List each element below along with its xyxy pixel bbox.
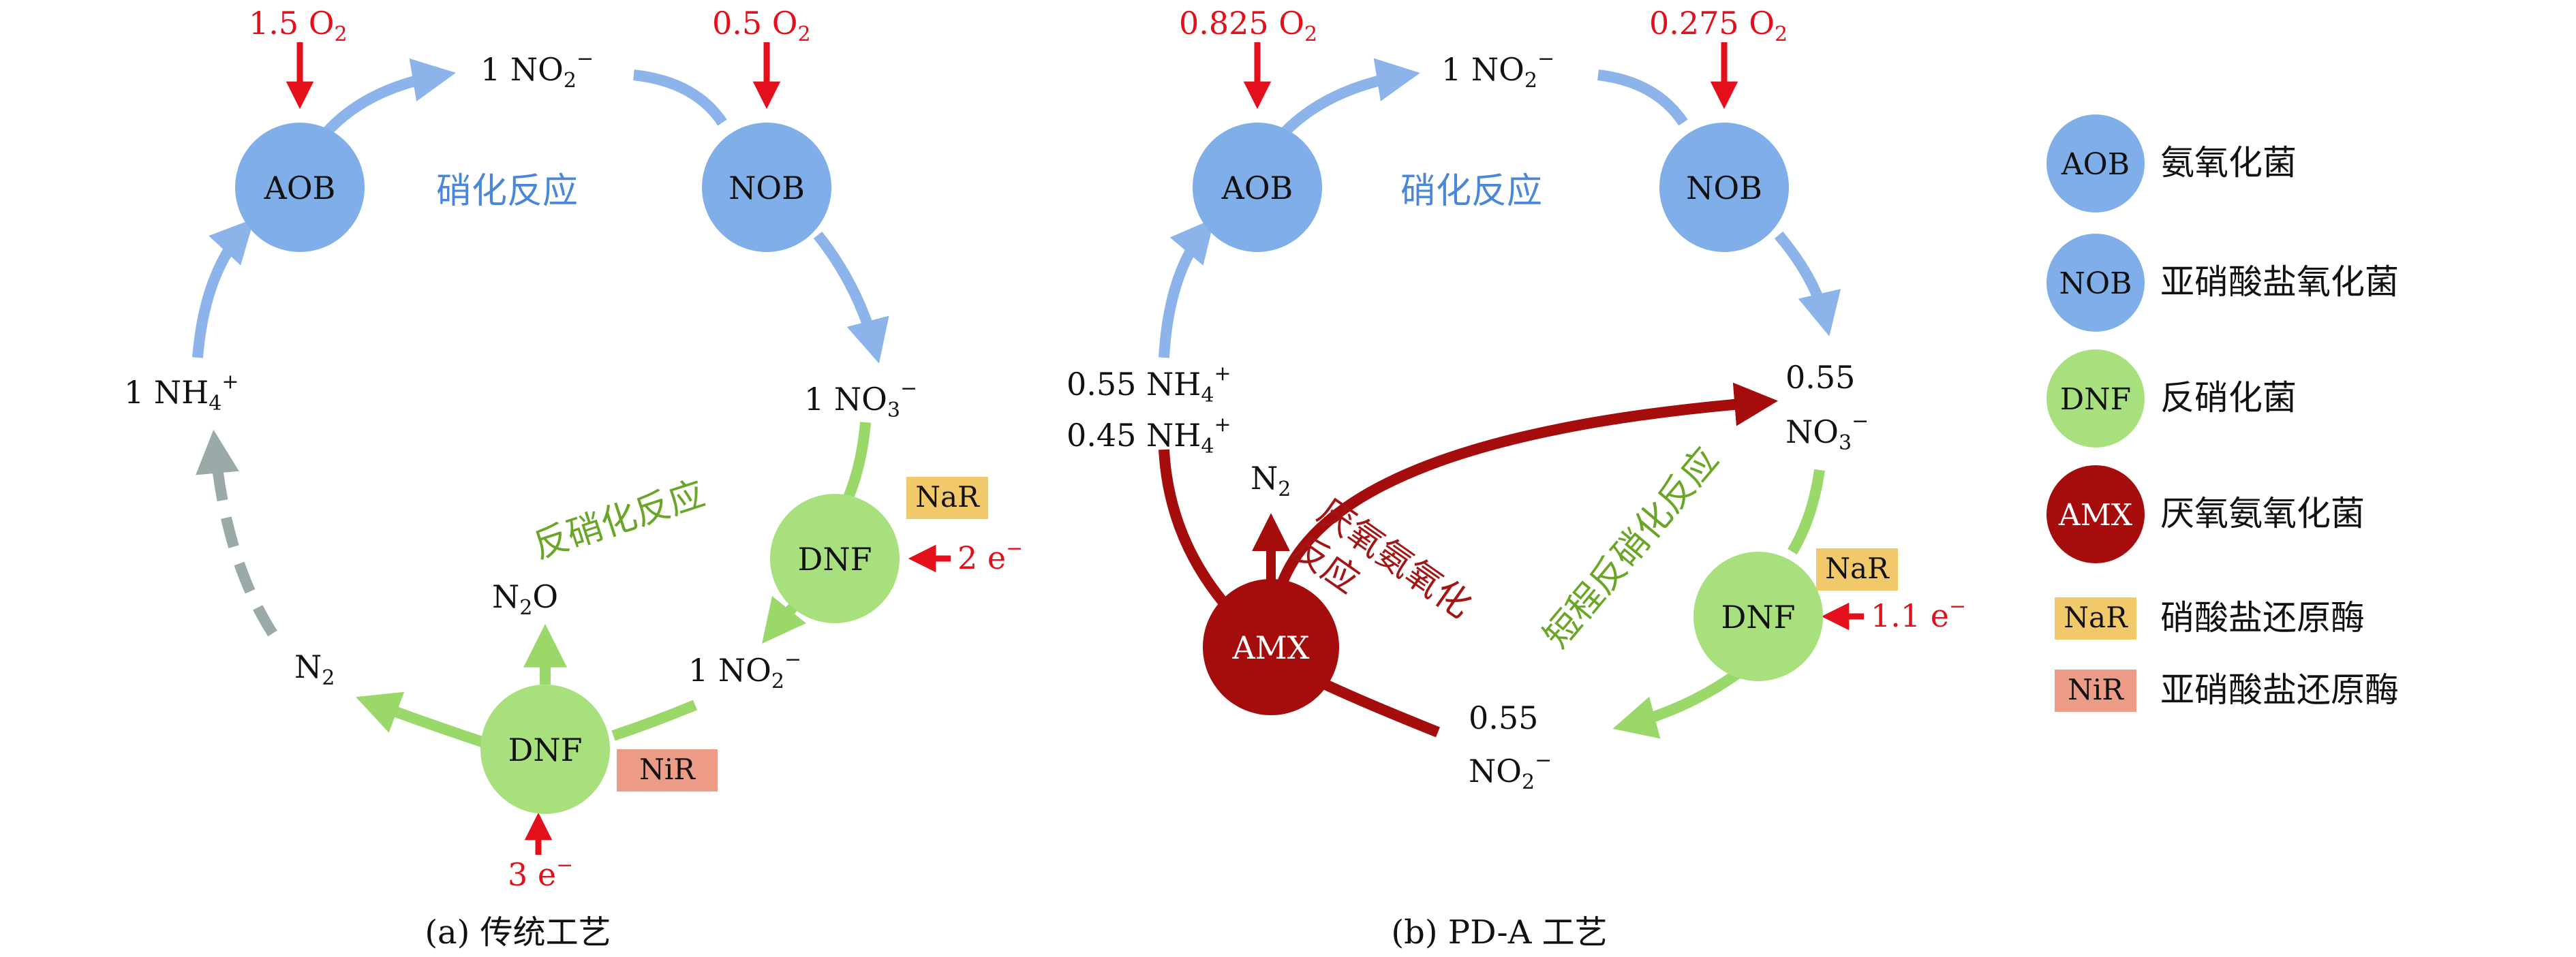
legend-nob-badge: NOB bbox=[2059, 266, 2132, 301]
o2-aob-label: 0.825 O2 bbox=[1179, 5, 1317, 46]
nob-label: NOB bbox=[1686, 170, 1762, 206]
arrow-nob-to-no3 bbox=[1774, 231, 1841, 336]
line-no2-to-dnf bbox=[611, 700, 698, 741]
legend-nir-box bbox=[2055, 670, 2136, 712]
dnf-lower-label: DNF bbox=[508, 732, 582, 768]
dnf-lower-node bbox=[480, 685, 610, 814]
arrow-amx-to-no3 bbox=[1276, 382, 1779, 588]
arrow-nh4-to-aob bbox=[1159, 218, 1215, 358]
legend-nob-text: 亚硝酸盐氧化菌 bbox=[2160, 262, 2399, 302]
o2-nob-label: 0.5 O2 bbox=[712, 5, 811, 46]
panel-a: AOB NOB DNF DNF NaR NiR 1.5 O2 0.5 O2 1 … bbox=[124, 5, 1023, 952]
dnf-label: DNF bbox=[1721, 599, 1795, 636]
n2-label: N2 bbox=[294, 648, 335, 690]
nitrification-label: 硝化反应 bbox=[436, 171, 578, 212]
line-nh4-to-amx bbox=[1159, 449, 1231, 610]
legend-amx-badge: AMX bbox=[2058, 498, 2133, 533]
legend-nar-text: 硝酸盐还原酶 bbox=[2160, 598, 2365, 638]
line-no2-to-amx bbox=[1323, 679, 1440, 738]
arrow-no2-to-nob bbox=[633, 69, 727, 126]
amx-node bbox=[1203, 579, 1339, 715]
legend-amx-text: 厌氧氨氧化菌 bbox=[2160, 494, 2365, 533]
o2-nob-label: 0.275 O2 bbox=[1649, 5, 1788, 46]
legend-nar-box bbox=[2055, 597, 2136, 640]
dnf-node bbox=[1693, 552, 1823, 681]
arrow-n2-to-nh4-dashed bbox=[196, 429, 277, 637]
nob-node bbox=[702, 123, 831, 252]
electron-upper-label: 2 e− bbox=[957, 537, 1023, 576]
nh4-label: 1 NH4+ bbox=[124, 370, 239, 415]
legend-aob-circle bbox=[2046, 114, 2145, 213]
no3-value: 0.55 bbox=[1785, 359, 1855, 396]
arrow-nh4-to-aob bbox=[192, 218, 255, 358]
legend-aob-text: 氨氧化菌 bbox=[2160, 143, 2297, 183]
nir-badge bbox=[617, 749, 718, 791]
n2o-label: N2O bbox=[492, 578, 558, 620]
dnf-upper-label: DNF bbox=[797, 541, 872, 578]
nh4-b-label: 0.45 NH4+ bbox=[1067, 413, 1231, 458]
nar-badge-label: NaR bbox=[915, 480, 980, 514]
electron-lower-label: 3 e− bbox=[508, 853, 573, 893]
legend-aob-badge: AOB bbox=[2061, 147, 2130, 182]
legend-nir-badge: NiR bbox=[2068, 673, 2124, 706]
n2-label: N2 bbox=[1251, 460, 1291, 501]
panel-b: AOB NOB DNF AMX NaR 0.825 O2 0.275 O2 1 … bbox=[1067, 5, 1966, 952]
arrow-nob-to-no3 bbox=[813, 232, 889, 364]
no2-label: NO2− bbox=[1469, 749, 1552, 794]
line-no3-to-dnf bbox=[1788, 469, 1825, 555]
nitrification-label: 硝化反应 bbox=[1400, 171, 1542, 212]
no3-label: NO3− bbox=[1785, 409, 1869, 455]
nh4-a-label: 0.55 NH4+ bbox=[1067, 362, 1231, 407]
aob-label: AOB bbox=[264, 170, 336, 206]
arrow-no2-to-nob bbox=[1597, 69, 1688, 126]
arrow-dnf-to-n2 bbox=[356, 691, 486, 748]
line-no3-to-dnf bbox=[843, 422, 871, 499]
dnf-upper-node bbox=[770, 494, 900, 623]
no2-top-label: 1 NO2− bbox=[480, 47, 594, 93]
panel-b-caption: (b) PD-A 工艺 bbox=[1391, 913, 1607, 952]
arrow-aob-to-no2 bbox=[1273, 58, 1420, 144]
legend-nir-text: 亚硝酸盐还原酶 bbox=[2160, 670, 2399, 710]
denitrification-label: 反硝化反应 bbox=[528, 473, 709, 567]
legend-dnf-circle bbox=[2046, 349, 2145, 448]
panel-a-caption: (a) 传统工艺 bbox=[425, 913, 611, 952]
nar-badge-label: NaR bbox=[1825, 552, 1890, 585]
nar-badge bbox=[1816, 548, 1898, 591]
aob-node bbox=[1193, 123, 1322, 252]
nir-badge-label: NiR bbox=[639, 753, 696, 786]
amx-label: AMX bbox=[1231, 629, 1309, 666]
aob-label: AOB bbox=[1221, 170, 1293, 206]
legend-amx-circle bbox=[2046, 465, 2145, 563]
no3-label: 1 NO3− bbox=[804, 377, 917, 422]
legend: AOB 氨氧化菌 NOB 亚硝酸盐氧化菌 DNF 反硝化菌 AMX 厌氧氨氧化菌… bbox=[2046, 114, 2399, 712]
no2-value: 0.55 bbox=[1469, 700, 1538, 736]
o2-aob-label: 1.5 O2 bbox=[249, 5, 348, 46]
nob-node bbox=[1659, 123, 1789, 252]
legend-nar-badge: NaR bbox=[2064, 601, 2128, 634]
nar-badge bbox=[906, 477, 988, 519]
aob-node bbox=[235, 123, 365, 252]
nob-label: NOB bbox=[729, 170, 805, 206]
electron-label: 1.1 e− bbox=[1871, 595, 1966, 634]
legend-dnf-badge: DNF bbox=[2060, 382, 2131, 417]
arrow-dnf-to-no2 bbox=[1612, 666, 1745, 739]
arrow-aob-to-no2 bbox=[316, 58, 456, 144]
legend-dnf-text: 反硝化菌 bbox=[2160, 378, 2297, 418]
no2-mid-label: 1 NO2− bbox=[688, 648, 801, 693]
no2-top-label: 1 NO2− bbox=[1441, 47, 1554, 93]
legend-nob-circle bbox=[2046, 234, 2145, 332]
